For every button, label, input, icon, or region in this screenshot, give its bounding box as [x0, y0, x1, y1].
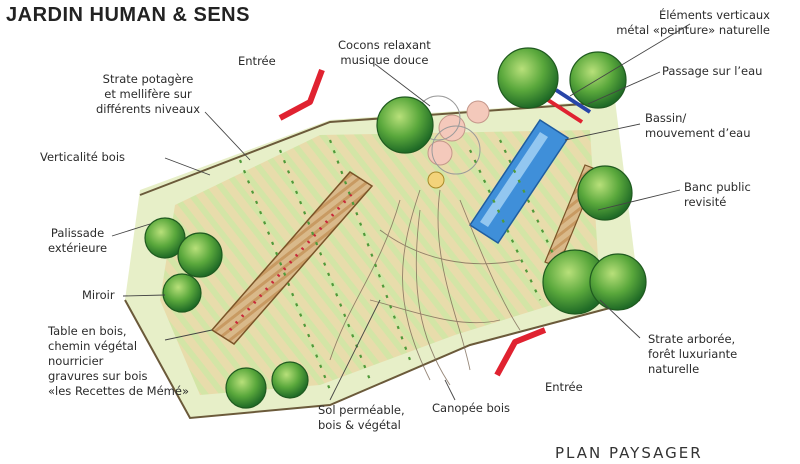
label-strate-arboree: Strate arborée, forêt luxuriante naturel… — [648, 332, 738, 376]
label-entree-bottom: Entrée — [545, 380, 583, 394]
plan-label: PLAN PAYSAGER — [555, 444, 703, 462]
palisade-line — [139, 101, 613, 196]
label-bassin: Bassin/ mouvement d’eau — [645, 111, 751, 140]
water-highlight — [480, 132, 548, 227]
label-verticalite: Verticalité bois — [40, 150, 126, 164]
wooden-canopy — [329, 189, 521, 386]
palisade-line-bottom — [124, 299, 641, 420]
leader-lines — [111, 23, 691, 401]
water-passage-blue — [554, 88, 592, 114]
label-miroir: Miroir — [82, 288, 115, 302]
entrance-marker-top — [278, 68, 325, 121]
label-canopee: Canopée bois — [432, 401, 511, 415]
label-strate-potagere: Strate potagère et mellifère sur différe… — [96, 72, 200, 116]
water-passage-red — [546, 98, 584, 124]
label-banc: Banc public revisité — [684, 180, 751, 209]
label-entree-top: Entrée — [238, 54, 276, 68]
relaxation-cocoons — [415, 95, 490, 189]
label-palissade: Palissade extérieure — [48, 226, 108, 255]
plant-rows — [238, 139, 571, 391]
label-elements-verticaux: Éléments verticaux métal «peinture» natu… — [616, 8, 770, 37]
entrance-marker-bottom — [494, 327, 547, 377]
trees — [144, 47, 647, 409]
label-cocons: Cocons relaxant musique douce — [338, 38, 431, 67]
label-table: Table en bois, chemin végétal nourricier… — [48, 324, 189, 398]
label-sol: Sol perméable, bois & végétal — [318, 403, 405, 432]
label-passage: Passage sur l’eau — [662, 64, 763, 78]
diagram-title: JARDIN HUMAN & SENS — [6, 4, 250, 26]
